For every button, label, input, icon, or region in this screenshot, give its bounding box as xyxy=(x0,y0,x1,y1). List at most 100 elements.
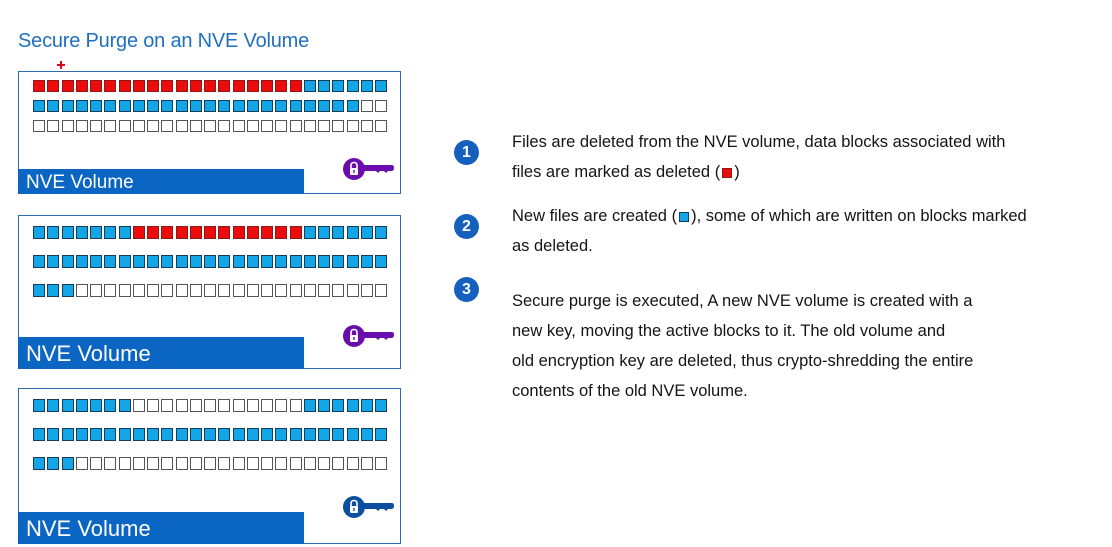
free-block xyxy=(289,120,302,132)
step-number-badge: 2 xyxy=(454,214,479,239)
block-row xyxy=(33,80,389,92)
active-block xyxy=(75,100,88,112)
free-block xyxy=(104,120,117,132)
active-block xyxy=(175,428,188,441)
block-grid xyxy=(33,399,389,486)
free-block xyxy=(90,284,102,297)
deleted-block xyxy=(189,80,202,92)
free-block xyxy=(303,457,316,470)
active-block xyxy=(118,255,131,268)
free-block xyxy=(232,284,245,297)
free-block xyxy=(246,399,259,412)
free-block xyxy=(289,399,302,412)
active-block xyxy=(104,399,117,412)
active-block xyxy=(318,80,330,92)
free-block xyxy=(303,120,316,132)
active-block xyxy=(147,428,159,441)
active-block xyxy=(47,399,60,412)
active-block xyxy=(261,255,273,268)
free-block xyxy=(175,399,188,412)
deleted-block xyxy=(232,80,245,92)
active-block xyxy=(346,80,359,92)
lock-keyhole xyxy=(353,508,355,511)
free-block xyxy=(61,120,74,132)
deleted-block xyxy=(147,226,159,239)
active-block xyxy=(104,100,117,112)
active-block xyxy=(332,255,345,268)
free-block xyxy=(218,284,231,297)
free-block xyxy=(261,120,273,132)
active-block xyxy=(161,428,174,441)
active-block xyxy=(246,100,259,112)
active-block xyxy=(47,226,60,239)
free-block xyxy=(189,284,202,297)
deleted-block xyxy=(218,226,231,239)
block-row xyxy=(33,284,389,297)
lock-shackle xyxy=(350,499,358,506)
active-block xyxy=(47,457,60,470)
free-block xyxy=(261,457,273,470)
block-row xyxy=(33,399,389,412)
free-block xyxy=(360,100,373,112)
step-line: New files are created (), some of which … xyxy=(512,201,1112,231)
active-block xyxy=(375,80,387,92)
free-block xyxy=(189,120,202,132)
free-block xyxy=(189,399,202,412)
step-line: new key, moving the active blocks to it.… xyxy=(512,322,946,340)
active-block xyxy=(204,428,216,441)
nve-volume-panel-3: NVE Volume xyxy=(18,388,401,544)
active-block xyxy=(61,226,74,239)
lock-keyhole xyxy=(353,170,355,173)
active-block xyxy=(104,428,117,441)
free-block xyxy=(118,457,131,470)
active-block xyxy=(47,100,60,112)
active-block xyxy=(204,100,216,112)
step-number-badge: 3 xyxy=(454,277,479,302)
active-block xyxy=(375,399,387,412)
active-block xyxy=(189,100,202,112)
active-block xyxy=(61,457,74,470)
free-block xyxy=(218,399,231,412)
deleted-block xyxy=(118,80,131,92)
active-block xyxy=(47,284,60,297)
free-block xyxy=(275,120,288,132)
key-icon xyxy=(343,496,394,518)
step-text-part: files are marked as deleted ( xyxy=(512,163,721,181)
free-block xyxy=(132,120,145,132)
volume-label: NVE Volume xyxy=(18,169,304,194)
deleted-block-swatch-icon xyxy=(722,168,733,178)
deleted-block xyxy=(261,226,273,239)
active-block xyxy=(332,80,345,92)
active-block xyxy=(360,226,373,239)
deleted-block xyxy=(204,80,216,92)
free-block xyxy=(246,284,259,297)
deleted-block xyxy=(175,80,188,92)
free-block xyxy=(375,457,387,470)
free-block xyxy=(204,399,216,412)
active-block xyxy=(189,428,202,441)
active-block xyxy=(360,80,373,92)
free-block xyxy=(346,457,359,470)
deleted-block xyxy=(47,80,60,92)
key-shaft xyxy=(362,165,394,173)
block-row xyxy=(33,226,389,239)
free-block xyxy=(147,457,159,470)
active-block xyxy=(75,255,88,268)
lock-keyhole xyxy=(353,337,355,340)
free-block xyxy=(132,457,145,470)
active-block xyxy=(33,255,45,268)
block-row xyxy=(33,428,389,441)
active-block xyxy=(318,255,330,268)
free-block xyxy=(218,457,231,470)
free-block xyxy=(90,457,102,470)
active-block xyxy=(118,100,131,112)
free-block xyxy=(175,457,188,470)
free-block xyxy=(175,120,188,132)
active-block-swatch-icon xyxy=(679,212,690,222)
step-line: Secure purge is executed, A new NVE volu… xyxy=(512,292,973,310)
free-block xyxy=(289,457,302,470)
deleted-block xyxy=(232,226,245,239)
active-block xyxy=(33,399,45,412)
free-block xyxy=(332,457,345,470)
free-block xyxy=(147,120,159,132)
